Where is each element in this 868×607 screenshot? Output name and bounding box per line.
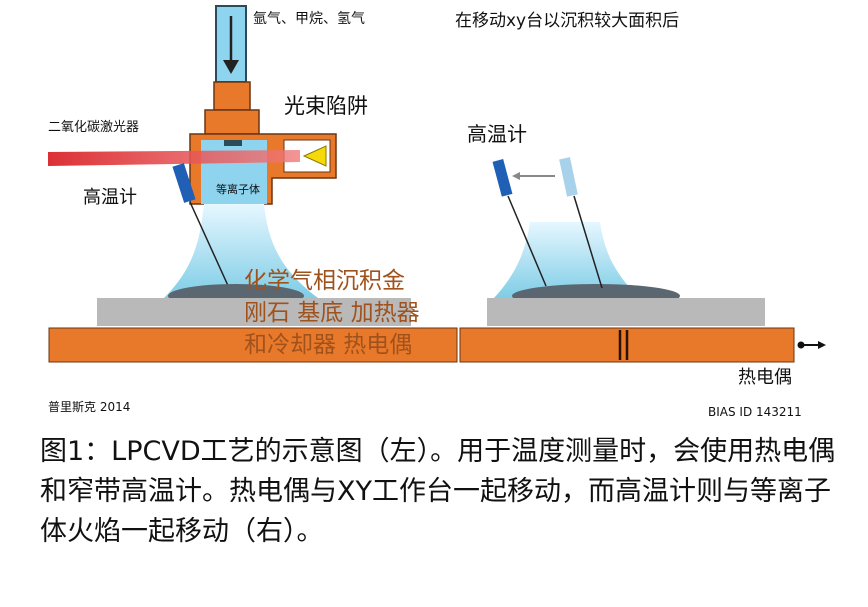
plasma-cone	[164, 204, 318, 298]
nozzle	[224, 140, 242, 146]
label-gases: 氩气、甲烷、氢气	[253, 11, 365, 27]
substrate-right	[487, 298, 765, 326]
label-cvd-line2: 刚石 基底 加热器	[244, 300, 420, 326]
beam-trap-cone	[302, 145, 327, 167]
label-pyrometer-left: 高温计	[83, 187, 137, 208]
pyrometer-right-previous	[559, 157, 603, 289]
label-plasma: 等离子体	[216, 182, 260, 196]
label-beam-trap: 光束陷阱	[284, 94, 368, 118]
label-credit: 普里斯克 2014	[48, 400, 130, 414]
label-thermocouple: 热电偶	[738, 367, 792, 388]
gas-head-lower	[204, 109, 260, 135]
move-arrow-icon	[512, 172, 555, 180]
gas-head-upper	[213, 81, 251, 111]
label-pyrometer-right: 高温计	[467, 122, 527, 146]
pyrometer-right	[492, 159, 547, 287]
substrate-left	[97, 298, 411, 326]
thermocouple-arrow-icon	[797, 341, 826, 349]
pyrometer-left	[172, 163, 231, 291]
heater-cooler-left	[48, 327, 458, 363]
thermocouple-marker	[618, 330, 629, 360]
label-cvd-line1: 化学气相沉积金	[244, 268, 405, 294]
label-bias-id: BIAS ID 143211	[708, 405, 802, 419]
label-after-move: 在移动xy台以沉积较大面积后	[455, 11, 679, 31]
co2-laser-beam	[48, 150, 300, 166]
label-co2-laser: 二氧化碳激光器	[48, 120, 139, 135]
label-cvd-line3: 和冷却器 热电偶	[244, 332, 412, 358]
gas-flow-arrow-icon	[223, 16, 239, 74]
label-plasma-text: 等离子体	[216, 182, 260, 196]
plasma-cone-right	[494, 222, 640, 298]
figure-caption: 图1：LPCVD工艺的示意图（左）。用于温度测量时，会使用热电偶和窄带高温计。热…	[40, 436, 836, 547]
